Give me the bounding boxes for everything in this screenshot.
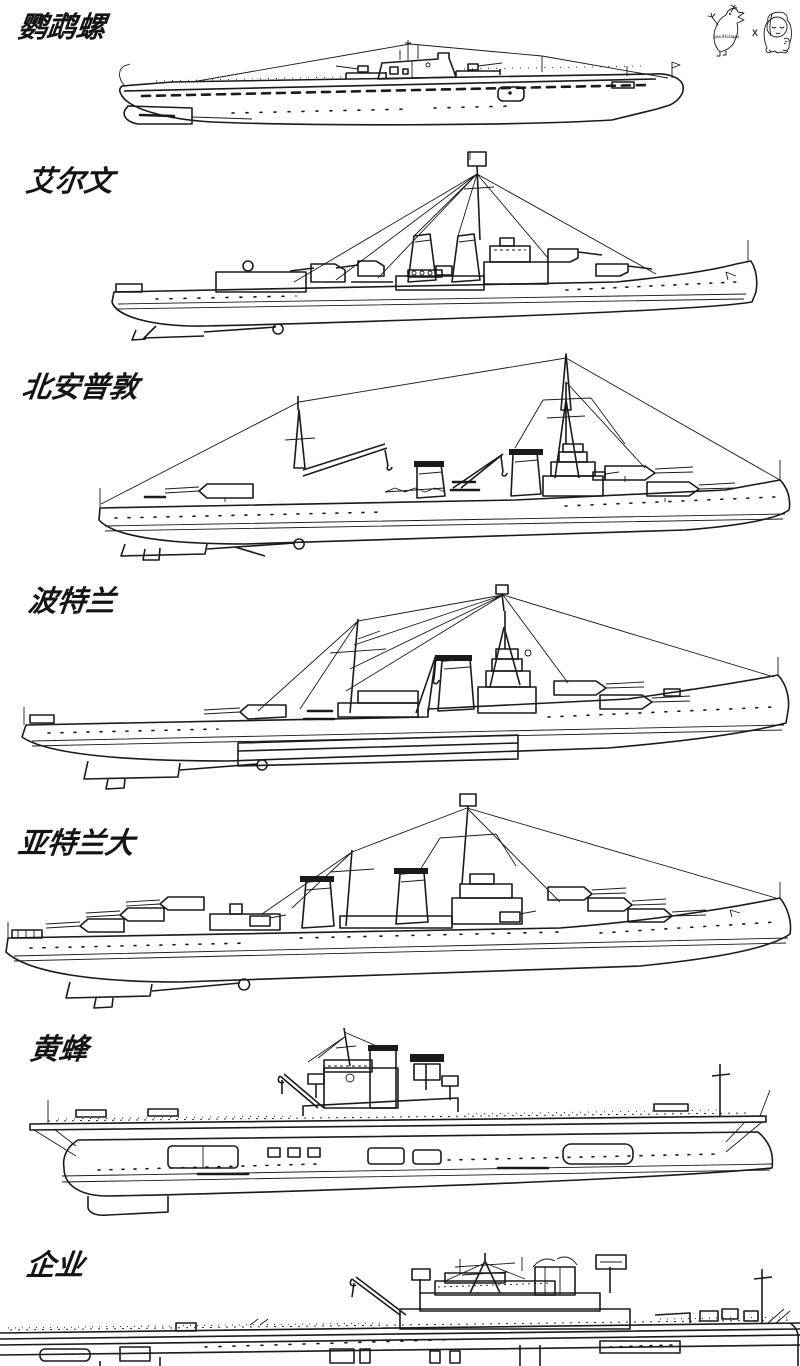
hull [111,240,758,341]
masts-and-rigging [100,353,781,505]
hull [5,882,792,1009]
conning-tower [377,40,457,80]
armament [289,248,653,283]
funnels [436,655,475,712]
dinosaur-doodle-icon: pacificiapa [707,5,745,57]
hull [0,1322,800,1366]
armament [203,680,691,720]
funnels [414,449,543,499]
hull [21,657,790,790]
hull [98,460,791,561]
signature-squiggle [768,49,789,54]
portland-drawing [21,584,790,790]
armament [45,886,707,933]
girl-doodle-icon [763,11,792,54]
island [349,1253,631,1330]
aylwin-drawing [111,151,758,341]
superstructure [384,443,620,497]
wasp-drawing [29,1028,774,1217]
enterprise-drawing [0,1253,800,1366]
flight-deck [0,1269,800,1340]
deck-guns [335,62,503,79]
superstructure [215,237,549,293]
masts-and-rigging [257,584,775,714]
funnels [407,233,481,283]
logo-text: pacificiapa [713,34,739,39]
funnels [300,868,429,929]
hull [118,61,685,126]
flight-deck [29,1064,771,1157]
masts-and-rigging [293,151,657,283]
armament [164,465,736,502]
atlanta-drawing [5,793,792,1009]
nautilus-drawing [118,40,685,126]
superstructure [209,873,537,931]
logo-separator: X [752,28,758,38]
hull [61,1131,774,1217]
masts-and-rigging [261,793,777,927]
island [277,1028,459,1116]
artist-logo: pacificiapa X [707,5,792,57]
railings-and-wires [155,43,669,83]
ship-label-nautilus: 鹦鹉螺 [16,12,108,44]
northampton-drawing [98,353,791,561]
